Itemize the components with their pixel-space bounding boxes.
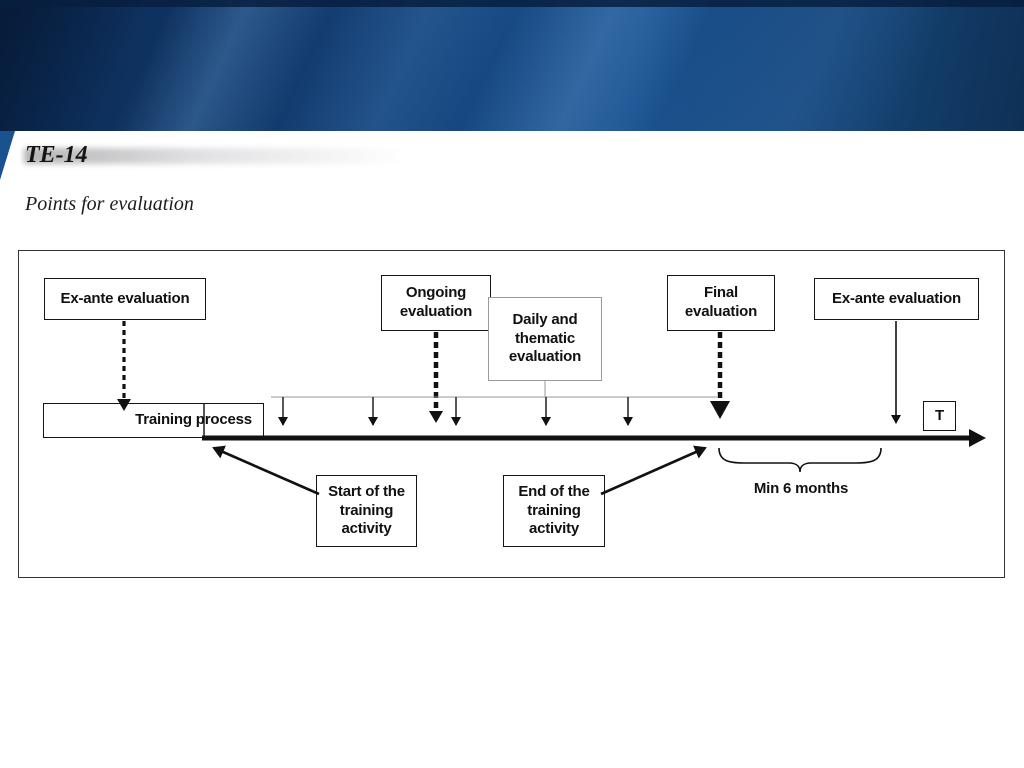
band-corner-triangle <box>0 131 15 180</box>
box-daily-thematic-evaluation: Daily and thematic evaluation <box>488 297 602 381</box>
min-6-months-brace <box>718 447 882 473</box>
arrow-start-activity <box>212 445 320 496</box>
box-start-of-training-activity: Start of the training activity <box>316 475 417 547</box>
evaluation-diagram: Ex-ante evaluation Ongoing evaluation Da… <box>18 250 1005 578</box>
box-timeline-end-t: T <box>923 401 956 431</box>
box-training-process: Training process <box>43 403 264 438</box>
box-ongoing-evaluation: Ongoing evaluation <box>381 275 491 331</box>
arrow-end-activity <box>600 445 707 496</box>
slide-subtitle: Points for evaluation <box>25 193 194 215</box>
timeline-arrowhead <box>969 429 986 447</box>
box-ex-ante-evaluation-right: Ex-ante evaluation <box>814 278 979 320</box>
min-6-months-label: Min 6 months <box>753 480 849 497</box>
box-final-evaluation: Final evaluation <box>667 275 775 331</box>
title-shadow <box>24 148 426 164</box>
box-ex-ante-evaluation-left: Ex-ante evaluation <box>44 278 206 320</box>
band-top-strip <box>0 0 1024 7</box>
slide-title: TE-14 <box>25 142 88 168</box>
box-end-of-training-activity: End of the training activity <box>503 475 605 547</box>
header-band <box>0 0 1024 131</box>
